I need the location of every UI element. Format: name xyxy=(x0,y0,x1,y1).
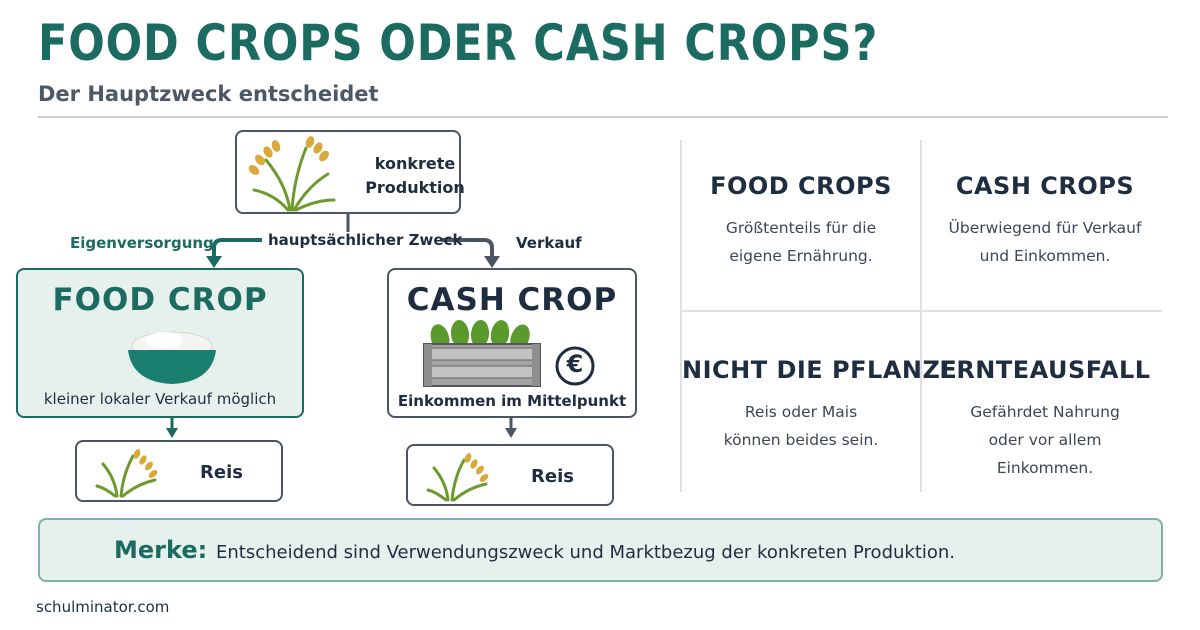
rice-plant-icon xyxy=(248,136,336,212)
food-down-arrowhead xyxy=(166,428,178,438)
left-arrowhead xyxy=(206,256,222,268)
grid-divider-middle xyxy=(682,310,1162,312)
grid-cell-heading: FOOD CROPS xyxy=(710,172,892,200)
grid-cell-nicht-die-pflanze: NICHT DIE PFLANZE Reis oder Mais können … xyxy=(682,356,958,454)
grid-cell-text: Größtenteils für die eigene Ernährung. xyxy=(725,219,877,265)
food-crop-caption: kleiner lokaler Verkauf möglich xyxy=(43,390,277,408)
right-arrowhead xyxy=(484,256,500,268)
food-crop-title: FOOD CROP xyxy=(52,282,268,318)
grid-cell-heading: ERNTEAUSFALL xyxy=(939,356,1151,384)
grid-cell-ernteausfall: ERNTEAUSFALL Gefährdet Nahrung oder vor … xyxy=(922,356,1168,482)
grid-cell-text: Überwiegend für Verkauf und Einkommen. xyxy=(948,219,1142,265)
euro-symbol: € xyxy=(566,350,584,378)
grid-divider-center xyxy=(920,140,922,492)
right-branch-arrow xyxy=(442,238,494,258)
food-result-rice-icon xyxy=(95,449,158,498)
rice-bowl-icon xyxy=(128,331,216,384)
crate-icon xyxy=(423,320,541,387)
merke-label: Merke: xyxy=(114,536,208,564)
footer-site: schulminator.com xyxy=(36,598,170,616)
grid-cell-heading: CASH CROPS xyxy=(955,172,1135,200)
cash-crop-title: CASH CROP xyxy=(406,282,618,318)
page-subtitle: Der Hauptzweck entscheidet xyxy=(38,82,379,106)
cash-crop-caption: Einkommen im Mittelpunkt xyxy=(397,392,627,410)
cash-down-arrowhead xyxy=(505,428,517,438)
purpose-label: hauptsächlicher Zweck xyxy=(268,231,463,249)
grid-cell-cash-crops: CASH CROPS Überwiegend für Verkauf und E… xyxy=(922,172,1168,270)
right-branch-label: Verkauf xyxy=(516,234,582,252)
food-result-label: Reis xyxy=(200,462,243,483)
grid-cell-heading: NICHT DIE PFLANZE xyxy=(682,356,958,384)
left-branch-label: Eigenversorgung xyxy=(70,234,214,252)
grid-divider-left xyxy=(680,140,682,492)
left-branch-arrow xyxy=(212,238,262,258)
production-label: konkrete Produktion xyxy=(365,154,465,197)
merke-text: Entscheidend sind Verwendungszweck und M… xyxy=(216,542,956,563)
grid-cell-text: Gefährdet Nahrung oder vor allem Einkomm… xyxy=(970,403,1120,477)
grid-cell-text: Reis oder Mais können beides sein. xyxy=(723,403,879,449)
header-divider xyxy=(38,116,1168,118)
page-title: FOOD CROPS ODER CASH CROPS? xyxy=(38,14,879,72)
euro-coin-icon xyxy=(555,346,595,386)
cash-result-label: Reis xyxy=(531,466,574,487)
cash-result-rice-icon xyxy=(426,453,489,502)
grid-cell-food-crops: FOOD CROPS Größtenteils für die eigene E… xyxy=(682,172,920,270)
merke-banner xyxy=(38,518,1163,582)
